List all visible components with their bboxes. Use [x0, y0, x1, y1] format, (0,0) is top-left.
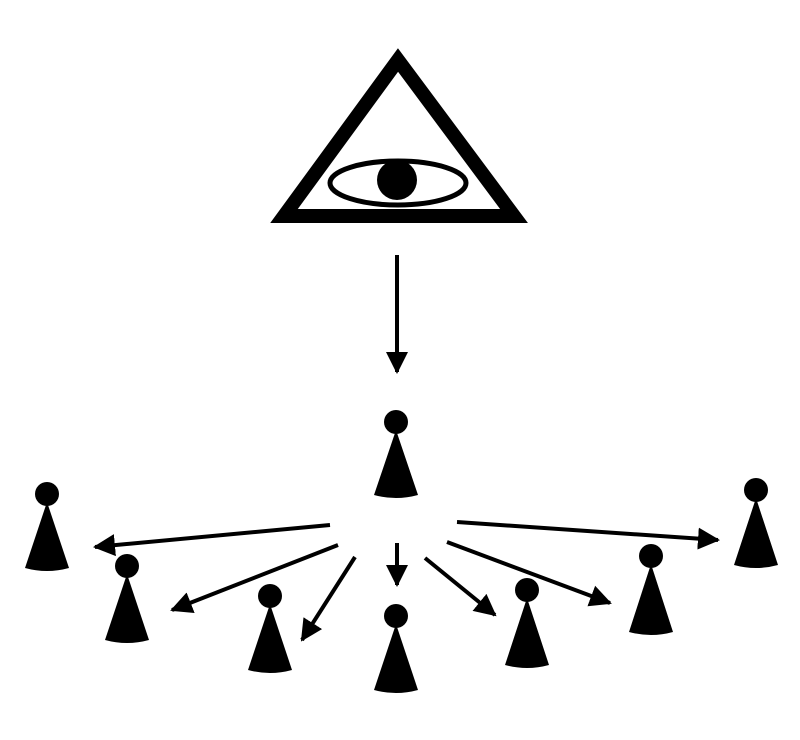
- person-pawn-icon: [374, 604, 418, 693]
- person-pawn-icon: [629, 544, 673, 635]
- person-pawn-icon: [505, 578, 549, 668]
- arrow: [456, 520, 720, 550]
- person-pawn-icon: [25, 482, 69, 571]
- arrow: [446, 540, 612, 607]
- person-pawn-icon: [734, 478, 778, 568]
- arrows: [93, 255, 720, 642]
- person-pawn-icon: [248, 584, 292, 673]
- arrow: [170, 543, 339, 613]
- eye-in-triangle-icon: [270, 48, 528, 223]
- people: [25, 410, 778, 693]
- person-pawn-icon: [105, 554, 149, 643]
- person-pawn-icon: [374, 410, 418, 498]
- arrow: [93, 523, 331, 557]
- arrow: [300, 555, 357, 642]
- arrow: [423, 556, 497, 617]
